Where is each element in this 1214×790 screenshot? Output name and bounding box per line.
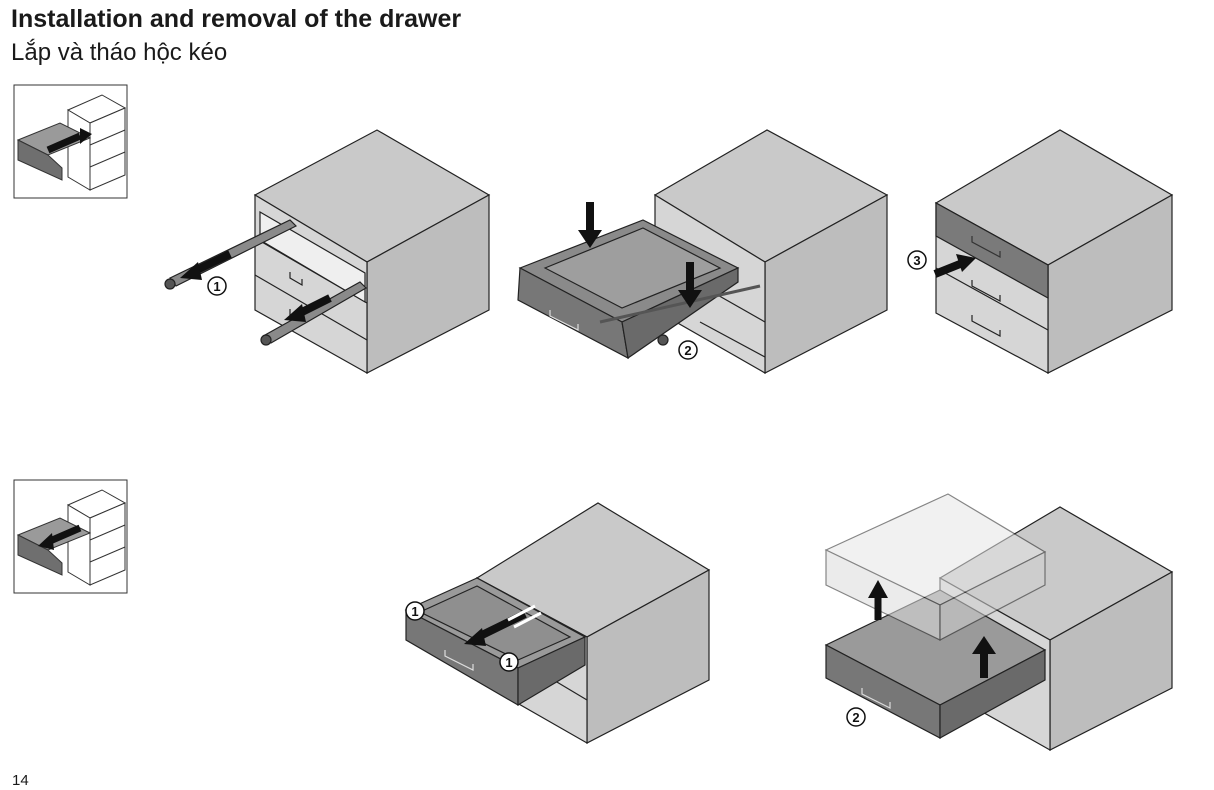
callout-step2-fig2: 2 xyxy=(678,340,698,360)
thumbnail-remove xyxy=(13,479,128,594)
callout-step2-fig5: 2 xyxy=(846,707,866,727)
callout-step1-fig4a: 1 xyxy=(405,601,425,621)
svg-text:1: 1 xyxy=(213,279,220,294)
svg-text:3: 3 xyxy=(913,253,920,268)
figure-push-drawer xyxy=(933,129,1174,375)
callout-step3-fig3: 3 xyxy=(907,250,927,270)
remove-arrow-icon xyxy=(48,524,82,545)
callout-step1-fig4b: 1 xyxy=(499,652,519,672)
svg-text:2: 2 xyxy=(852,710,859,725)
svg-text:2: 2 xyxy=(684,343,691,358)
figure-lift-drawer xyxy=(824,493,1174,752)
svg-text:1: 1 xyxy=(411,604,418,619)
figure-release-clips xyxy=(404,502,711,745)
figure-pull-rails xyxy=(164,129,491,375)
thumbnail-install xyxy=(13,84,128,199)
callout-step1-fig1: 1 xyxy=(207,276,227,296)
page-number: 14 xyxy=(12,772,29,789)
install-arrow-icon xyxy=(46,132,82,154)
figure-place-drawer xyxy=(517,129,889,375)
page-title: Installation and removal of the drawer xyxy=(11,5,462,33)
svg-text:1: 1 xyxy=(505,655,512,670)
page-subtitle: Lắp và tháo hộc kéo xyxy=(11,39,228,66)
